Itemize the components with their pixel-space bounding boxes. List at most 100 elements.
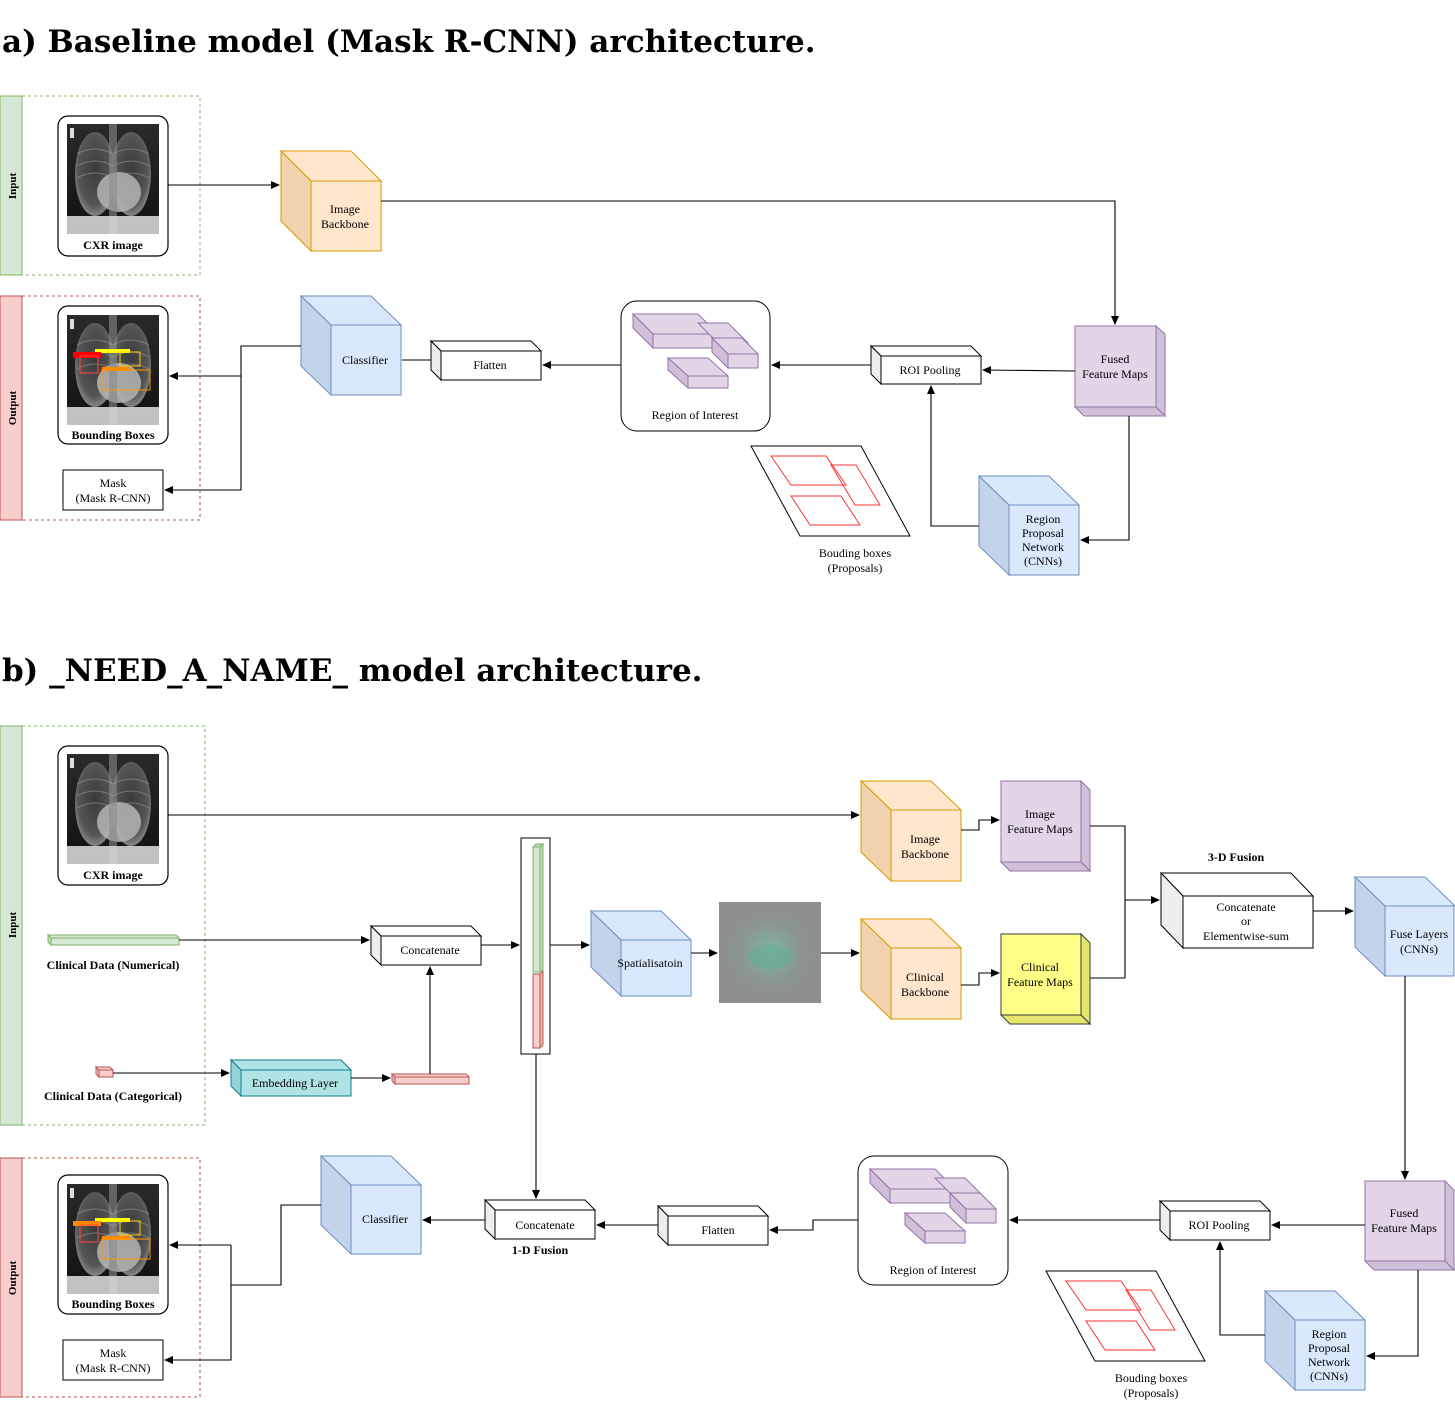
clinical-backbone: Clinical Backbone	[859, 917, 963, 1021]
svg-text:(Mask R-CNN): (Mask R-CNN)	[76, 491, 151, 505]
svg-text:Bouding boxes: Bouding boxes	[819, 546, 892, 560]
svg-text:Concatenate: Concatenate	[1216, 900, 1275, 914]
concatenate-1d-fusion: Concatenate 1-D Fusion	[483, 1198, 597, 1257]
svg-text:Feature Maps: Feature Maps	[1007, 822, 1073, 836]
classifier-b: Classifier	[319, 1154, 423, 1256]
svg-text:Output: Output	[7, 1261, 19, 1296]
spatialised-clinical-image	[719, 902, 821, 1003]
svg-text:Backbone: Backbone	[901, 985, 949, 999]
roi-pooling-b: ROI Pooling	[1158, 1199, 1272, 1242]
svg-text:Region of Interest: Region of Interest	[652, 408, 739, 422]
svg-text:(Mask R-CNN): (Mask R-CNN)	[76, 1361, 151, 1375]
edges-a	[164, 181, 1130, 544]
svg-text:Classifier: Classifier	[362, 1212, 408, 1226]
svg-text:(CNNs): (CNNs)	[1024, 554, 1062, 568]
svg-text:Fused: Fused	[1101, 352, 1130, 366]
image-backbone-b: Image Backbone	[859, 779, 963, 883]
svg-text:Flatten: Flatten	[701, 1223, 734, 1237]
image-feature-maps: Image Feature Maps	[999, 779, 1092, 873]
svg-text:Fuse Layers: Fuse Layers	[1390, 927, 1449, 941]
svg-text:Proposal: Proposal	[1022, 526, 1065, 540]
svg-text:ROI Pooling: ROI Pooling	[1188, 1218, 1249, 1232]
svg-text:Input: Input	[7, 912, 19, 939]
proposals-a: Bouding boxes (Proposals)	[750, 445, 911, 575]
svg-text:Mask: Mask	[100, 1346, 127, 1360]
svg-text:Feature Maps: Feature Maps	[1007, 975, 1073, 989]
svg-text:Region of Interest: Region of Interest	[890, 1263, 977, 1277]
input-band-a: Input	[0, 95, 201, 276]
flatten-a: Flatten	[429, 339, 543, 382]
clinical-feature-maps: Clinical Feature Maps	[999, 932, 1092, 1026]
region-proposal-network-b: Region Proposal Network (CNNs)	[1263, 1289, 1367, 1392]
input-band-b: Input	[0, 725, 206, 1126]
fusion-3d-title: 3-D Fusion	[1208, 850, 1265, 864]
mask-output-a: Mask (Mask R-CNN)	[62, 469, 164, 511]
svg-text:(CNNs): (CNNs)	[1310, 1369, 1348, 1383]
clinical-categorical-label: Clinical Data (Categorical)	[44, 1089, 182, 1103]
bounding-boxes-output-a: Bounding Boxes	[57, 305, 169, 445]
svg-text:or: or	[1241, 914, 1251, 928]
svg-text:Input: Input	[7, 173, 19, 200]
fusion-3d: 3-D Fusion Concatenate or Elementwise-su…	[1159, 850, 1315, 950]
svg-text:ROI Pooling: ROI Pooling	[899, 363, 960, 377]
svg-text:Region: Region	[1312, 1327, 1347, 1341]
clinical-numerical-data: Clinical Data (Numerical)	[47, 933, 181, 972]
section-b-title: b) _NEED_A_NAME_ model architecture.	[2, 653, 702, 689]
roi-pooling-a: ROI Pooling	[869, 344, 983, 386]
svg-text:Elementwise-sum: Elementwise-sum	[1203, 929, 1290, 943]
svg-text:Flatten: Flatten	[473, 358, 506, 372]
svg-text:Classifier: Classifier	[342, 353, 388, 367]
svg-text:Concatenate: Concatenate	[400, 943, 459, 957]
svg-text:Feature Maps: Feature Maps	[1371, 1221, 1437, 1235]
region-of-interest-b: Region of Interest	[857, 1155, 1009, 1286]
classifier-a: Classifier	[299, 294, 403, 397]
spatialisation: Spatialisatoin	[589, 909, 693, 998]
svg-text:(Proposals): (Proposals)	[828, 561, 883, 575]
fuse-layers: Fuse Layers (CNNs)	[1353, 875, 1455, 978]
svg-text:Network: Network	[1308, 1355, 1350, 1369]
section-a-title: a) Baseline model (Mask R-CNN) architect…	[2, 24, 816, 60]
svg-text:(CNNs): (CNNs)	[1400, 942, 1438, 956]
mask-output-b: Mask (Mask R-CNN)	[62, 1339, 164, 1381]
cxr-image-input-b: CXR image	[57, 745, 169, 886]
image-backbone-a: Image Backbone	[279, 149, 383, 253]
svg-text:Feature Maps: Feature Maps	[1082, 367, 1148, 381]
cxr-label-b: CXR image	[83, 868, 143, 882]
svg-text:Spatialisatoin: Spatialisatoin	[617, 956, 682, 970]
flatten-b: Flatten	[656, 1204, 770, 1247]
svg-text:Fused: Fused	[1390, 1206, 1419, 1220]
svg-text:Bouding boxes: Bouding boxes	[1115, 1371, 1188, 1385]
cxr-image-input-a: CXR image	[57, 115, 169, 257]
svg-text:Image: Image	[910, 832, 940, 846]
svg-text:Image: Image	[330, 202, 360, 216]
bounding-boxes-label-a: Bounding Boxes	[71, 428, 154, 442]
svg-text:Backbone: Backbone	[321, 217, 369, 231]
region-of-interest-a: Region of Interest	[620, 300, 771, 432]
edges-b	[113, 811, 1419, 1364]
clinical-numerical-label: Clinical Data (Numerical)	[47, 958, 180, 972]
svg-text:Image: Image	[1025, 807, 1055, 821]
svg-text:Region: Region	[1026, 512, 1061, 526]
svg-text:Mask: Mask	[100, 476, 127, 490]
embedded-vector	[390, 1072, 471, 1086]
fused-feature-maps-a: Fused Feature Maps	[1073, 324, 1167, 418]
concatenate-clinical: Concatenate	[369, 924, 483, 967]
embedding-layer: Embedding Layer	[229, 1058, 353, 1098]
svg-text:Network: Network	[1022, 540, 1064, 554]
region-proposal-network-a: Region Proposal Network (CNNs)	[977, 474, 1081, 577]
cxr-label-a: CXR image	[83, 238, 143, 252]
svg-text:Clinical: Clinical	[906, 970, 945, 984]
bounding-boxes-label-b: Bounding Boxes	[71, 1297, 154, 1311]
svg-text:Embedding Layer: Embedding Layer	[252, 1076, 338, 1090]
output-band-a: Output	[0, 295, 201, 521]
svg-text:Output: Output	[7, 391, 19, 426]
svg-text:Proposal: Proposal	[1308, 1341, 1351, 1355]
bounding-boxes-output-b: Bounding Boxes	[57, 1174, 169, 1315]
fused-feature-maps-b: Fused Feature Maps	[1363, 1179, 1455, 1272]
fusion-1d-label: 1-D Fusion	[512, 1243, 569, 1257]
svg-text:Clinical: Clinical	[1021, 960, 1060, 974]
clinical-categorical-data: Clinical Data (Categorical)	[44, 1065, 182, 1103]
svg-text:Concatenate: Concatenate	[515, 1218, 574, 1232]
svg-text:Backbone: Backbone	[901, 847, 949, 861]
